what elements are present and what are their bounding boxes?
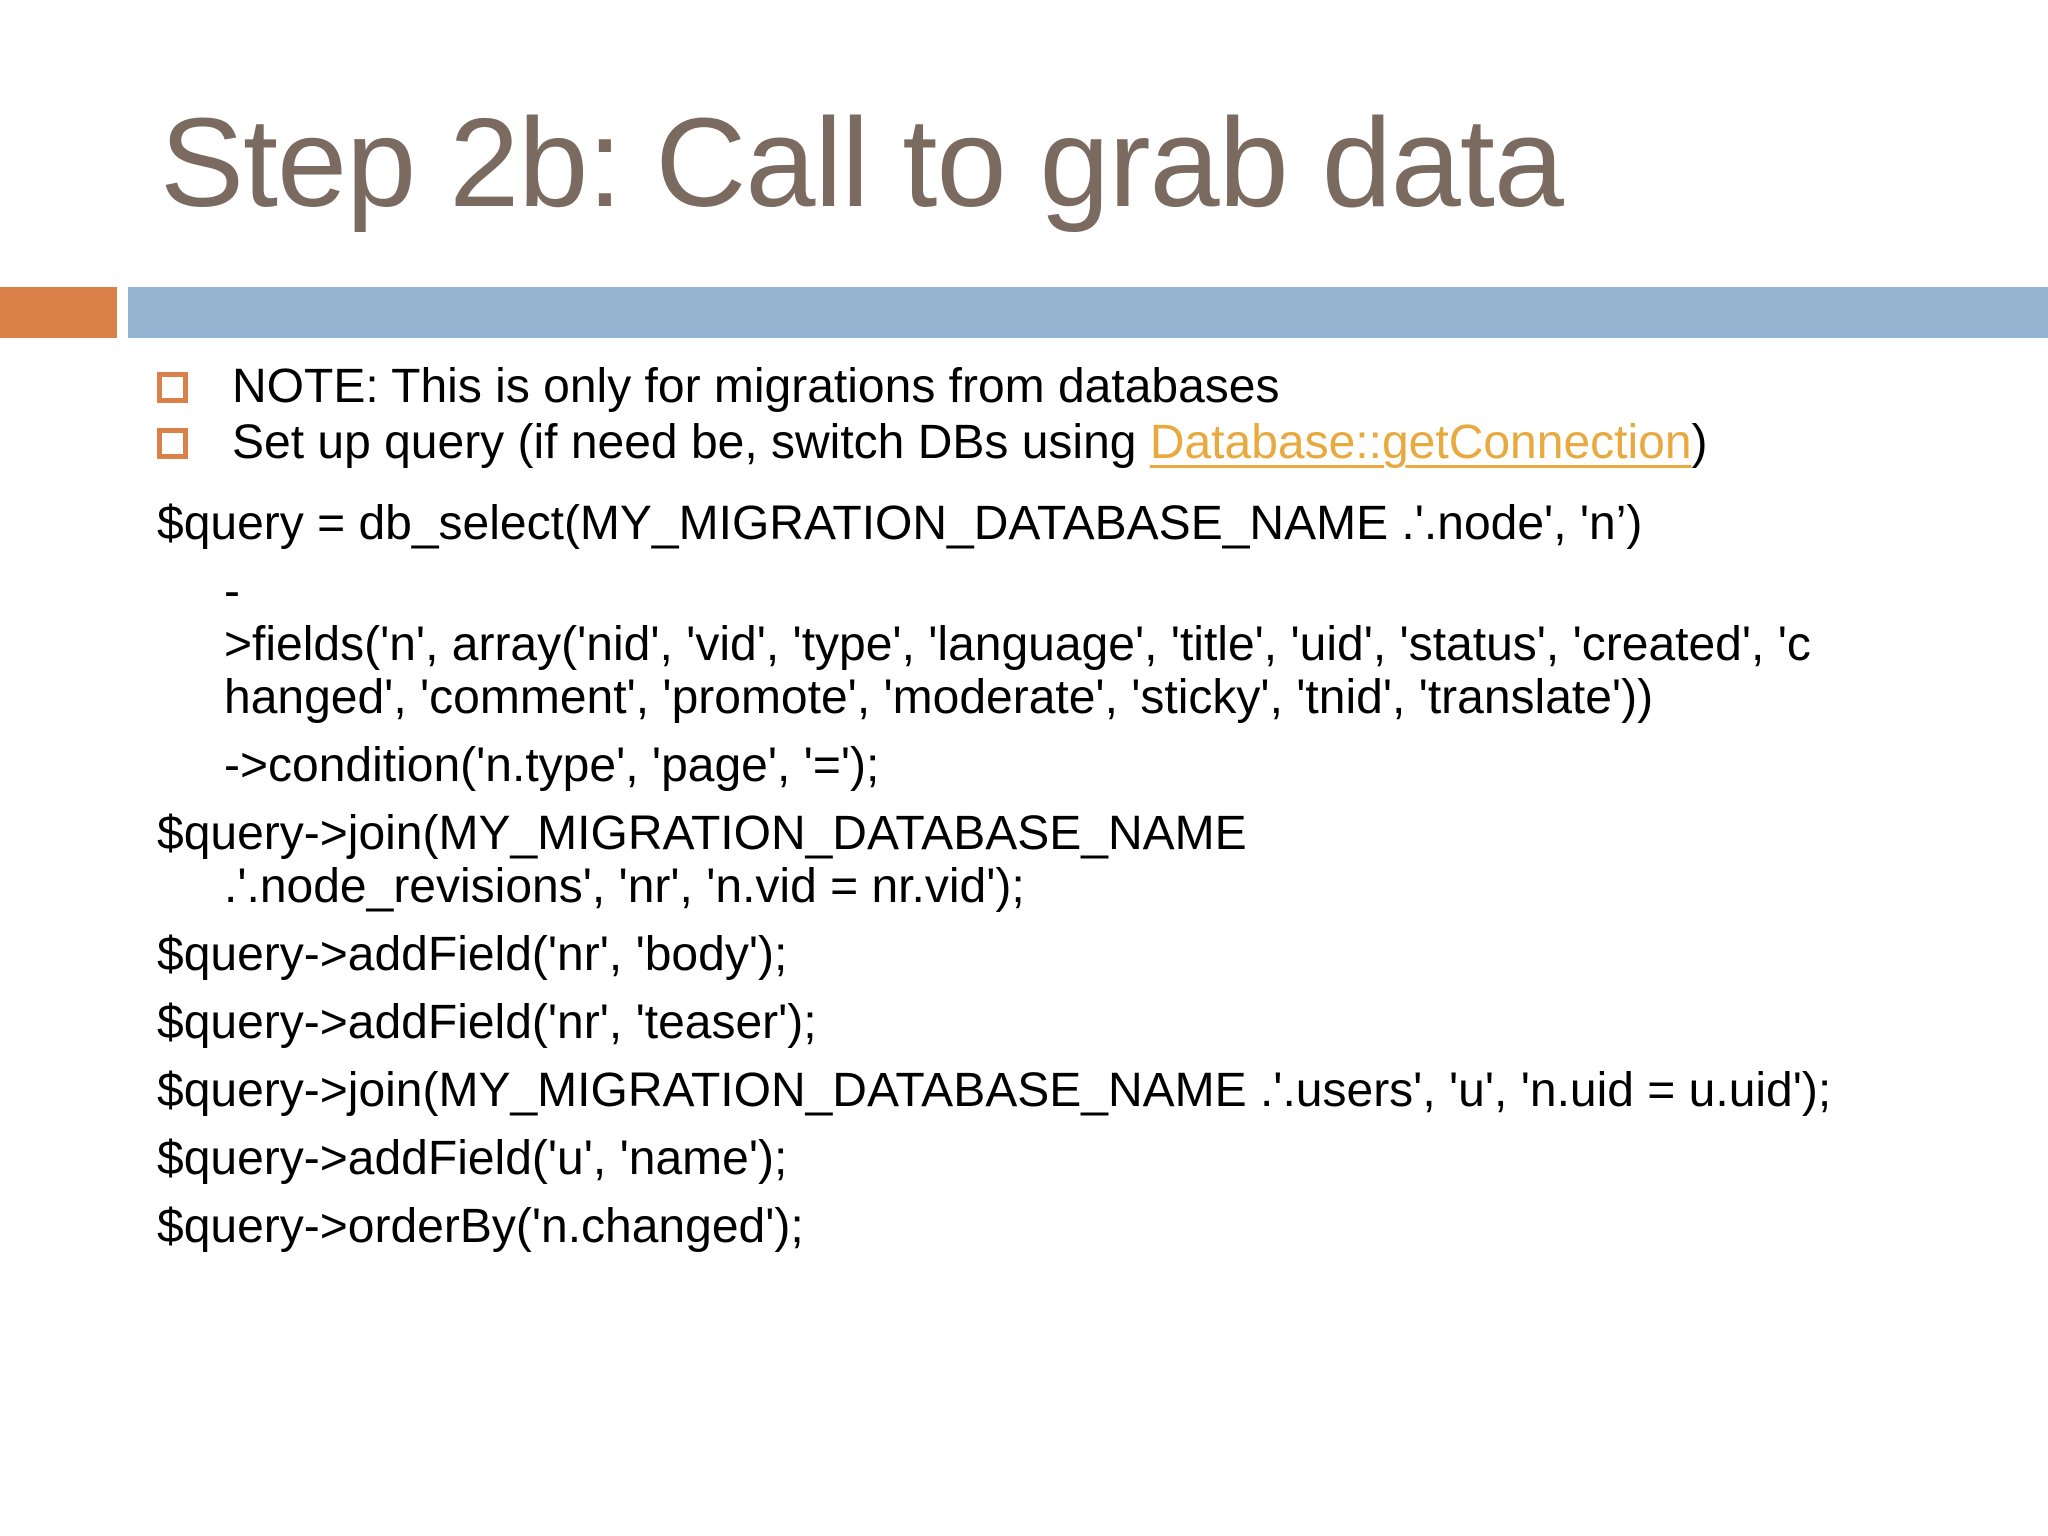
slide-body: NOTE: This is only for migrations from d… bbox=[0, 359, 2048, 1253]
bullet-square-icon bbox=[157, 371, 188, 403]
bullet-square-icon bbox=[157, 427, 188, 459]
code-line: - bbox=[224, 565, 240, 618]
bullet-text-suffix: ) bbox=[1691, 416, 1708, 469]
code-line: $query = db_select(MY_MIGRATION_DATABASE… bbox=[157, 497, 1643, 550]
slide-title: Step 2b: Call to grab data bbox=[160, 92, 1564, 233]
code-block: $query = db_select(MY_MIGRATION_DATABASE… bbox=[0, 497, 2048, 1253]
code-line: >fields('n', array('nid', 'vid', 'type',… bbox=[224, 618, 1811, 671]
code-line: $query->orderBy('n.changed'); bbox=[157, 1200, 804, 1253]
orange-accent-bar bbox=[0, 287, 117, 338]
code-line: $query->addField('nr', 'body'); bbox=[157, 928, 788, 981]
code-line: $query->join(MY_MIGRATION_DATABASE_NAME bbox=[157, 807, 1247, 860]
code-line: hanged', 'comment', 'promote', 'moderate… bbox=[224, 671, 1654, 724]
bullet-item-note: NOTE: This is only for migrations from d… bbox=[0, 359, 2048, 415]
bullet-text: NOTE: This is only for migrations from d… bbox=[232, 360, 1280, 413]
code-line: .'.node_revisions', 'nr', 'n.vid = nr.vi… bbox=[224, 860, 1025, 913]
code-line: $query->addField('u', 'name'); bbox=[157, 1132, 788, 1185]
bar-gap bbox=[117, 287, 128, 338]
code-line: ->condition('n.type', 'page', '='); bbox=[224, 739, 880, 792]
code-line: $query->join(MY_MIGRATION_DATABASE_NAME … bbox=[157, 1064, 1832, 1117]
bullet-text-prefix: Set up query (if need be, switch DBs usi… bbox=[232, 416, 1150, 469]
code-line: $query->addField('nr', 'teaser'); bbox=[157, 996, 817, 1049]
bullet-item-setup-query: Set up query (if need be, switch DBs usi… bbox=[0, 415, 2048, 471]
blue-band-bar bbox=[128, 287, 2048, 338]
divider-bars bbox=[0, 287, 2048, 338]
bullet-text: Set up query (if need be, switch DBs usi… bbox=[232, 415, 1708, 471]
database-getconnection-link[interactable]: Database::getConnection bbox=[1149, 416, 1692, 469]
